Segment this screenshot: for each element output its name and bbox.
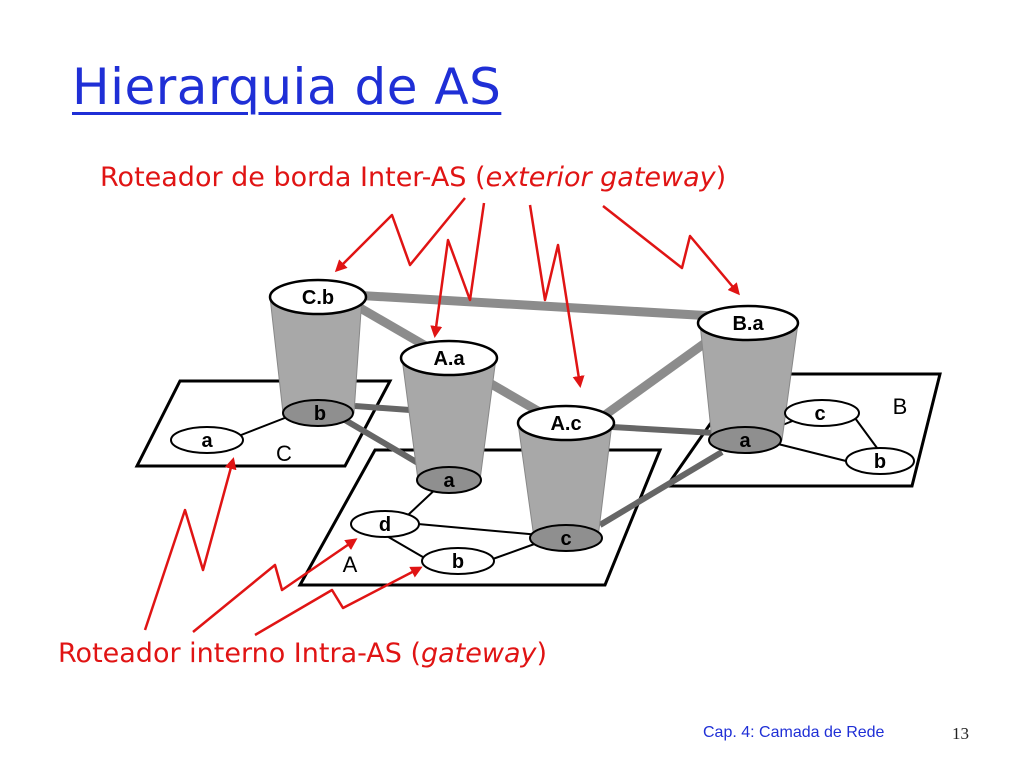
inter-as-caption-prefix: Roteador de borda Inter-AS ( <box>100 162 486 193</box>
router-label-c-b: b <box>314 403 326 425</box>
as-label-b: B <box>893 394 908 419</box>
slide-title: Hierarquia de AS <box>72 58 502 116</box>
router-label-b-c: c <box>814 403 825 425</box>
cylinder-ac <box>516 404 616 552</box>
arrow-to-cb <box>334 197 466 273</box>
intra-as-caption-prefix: Roteador interno Intra-AS ( <box>58 638 421 669</box>
link-b-c-b <box>854 417 881 453</box>
link-cb-lower-ac <box>354 403 411 413</box>
link-a-d-b <box>384 534 429 561</box>
router-a-b <box>421 547 495 575</box>
router-c-a <box>170 426 244 454</box>
as-label-c: C <box>276 441 292 466</box>
router-a-d <box>350 510 420 538</box>
router-label-b-b: b <box>874 451 886 473</box>
as-label-a: A <box>343 552 358 577</box>
router-label-a-a: a <box>443 470 455 492</box>
router-label-aa: A.a <box>433 348 465 370</box>
cylinder-c <box>268 278 368 427</box>
link-cb-lower-aa-lower <box>343 417 420 466</box>
arrow-to-a-b <box>254 566 423 637</box>
arrow-to-c-a <box>143 457 237 631</box>
link-a-b-c <box>489 541 541 561</box>
router-label-a-b: b <box>452 551 464 573</box>
link-ac-ba-lower <box>611 424 716 436</box>
page-number: 13 <box>952 724 969 743</box>
router-label-a-c: c <box>560 528 571 550</box>
inter-as-caption-italic: exterior gateway <box>485 162 716 193</box>
arrow-to-a-d <box>192 538 358 633</box>
intra-as-caption: Roteador interno Intra-AS (gateway) <box>58 638 547 669</box>
intra-as-caption-italic: gateway <box>420 638 537 669</box>
router-label-b-a: a <box>739 430 751 452</box>
router-label-cb: C.b <box>302 287 334 309</box>
router-label-ba: B.a <box>732 313 764 335</box>
footer-chapter: Cap. 4: Camada de Rede <box>703 724 885 741</box>
link-b-a-b <box>769 441 851 463</box>
router-label-c-a: a <box>201 430 213 452</box>
link-a-d-c <box>417 523 541 536</box>
router-b-b <box>845 447 915 475</box>
arrow-to-ac <box>528 204 585 388</box>
cylinder-aa <box>399 339 499 494</box>
router-label-ac: A.c <box>550 413 581 435</box>
cylinder-ba <box>696 304 800 454</box>
arrow-to-aa <box>430 202 486 338</box>
link-ba-ac <box>602 334 715 419</box>
router-label-a-d: d <box>379 514 391 536</box>
inter-as-caption: Roteador de borda Inter-AS (exterior gat… <box>100 162 726 193</box>
arrow-to-ba <box>602 205 740 296</box>
router-b-c <box>784 399 860 427</box>
link-cb-ba <box>317 288 749 323</box>
intra-as-caption-suffix: ) <box>536 638 548 669</box>
link-ac-lower-ba-lower <box>598 449 724 528</box>
inter-as-caption-suffix: ) <box>715 162 727 193</box>
